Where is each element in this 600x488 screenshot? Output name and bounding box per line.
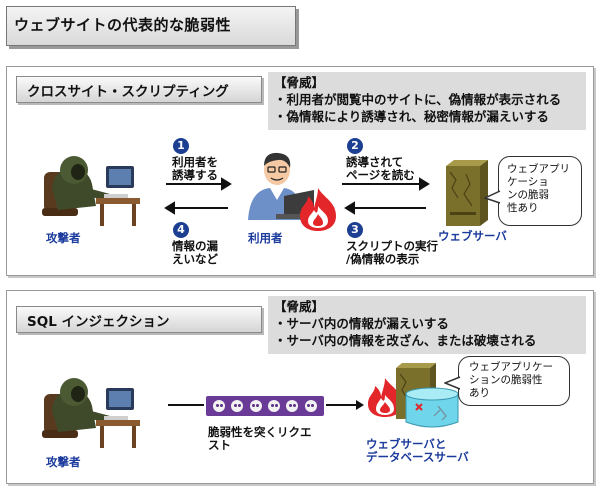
- bubble-tail: [444, 376, 461, 390]
- threat-item: ・偽情報により誘導され、秘密情報が漏えいする: [274, 109, 549, 124]
- xss-attacker-label: 攻撃者: [46, 231, 81, 245]
- step-3-label: スクリプトの実行/偽情報の表示: [346, 239, 438, 266]
- skull-icon: [286, 400, 299, 412]
- bubble-line: ションの脆弱性: [469, 374, 543, 386]
- arrow-head: [344, 201, 355, 215]
- malicious-request-bar: [206, 396, 324, 416]
- step-3-badge: 3: [347, 222, 363, 238]
- sql-server-label: ウェブサーバとデータベースサーバ: [366, 437, 469, 464]
- sql-vulnerability-bubble: ウェブアプリケー ションの脆弱性 あり: [458, 356, 570, 406]
- title-box: [6, 6, 296, 46]
- hacker-at-computer-icon: [42, 156, 140, 226]
- bubble-line: ウェブアプリ: [507, 163, 570, 175]
- xss-server-label: ウェブサーバ: [438, 229, 507, 243]
- database-icon: [405, 387, 459, 428]
- skull-icon: [304, 400, 317, 412]
- threat-heading: 【脅威】: [274, 299, 325, 314]
- arrow-head: [164, 201, 175, 215]
- hacker-at-computer-icon: [42, 378, 140, 448]
- bubble-line: ウェブアプリケー: [469, 361, 553, 373]
- step-2-badge: 2: [347, 138, 363, 154]
- xss-threat-box: 【脅威】 ・利用者が閲覧中のサイトに、偽情報が表示される ・偽情報により誘導され…: [268, 72, 586, 130]
- flame-icon: [368, 378, 402, 417]
- step-4-label: 情報の漏えいなど: [172, 239, 218, 266]
- bubble-line: ケーショ: [507, 176, 549, 188]
- arrow-head: [419, 177, 430, 191]
- page-title: ウェブサイトの代表的な脆弱性: [14, 16, 232, 34]
- xss-heading-label: クロスサイト・スクリプティング: [27, 83, 229, 100]
- xss-user-label: 利用者: [248, 231, 283, 245]
- xss-vulnerability-bubble: ウェブアプリ ケーショ ンの脆弱 性あり: [498, 156, 582, 226]
- threat-item: ・利用者が閲覧中のサイトに、偽情報が表示される: [274, 92, 562, 107]
- step-1-badge: 1: [173, 138, 189, 154]
- skull-icon: [249, 400, 262, 412]
- bubble-line: ンの脆弱: [507, 189, 549, 201]
- skull-icon: [231, 400, 244, 412]
- flame-icon: [300, 188, 336, 231]
- sql-heading-label: SQL インジェクション: [27, 313, 170, 330]
- request-label: 脆弱性を突くリクエスト: [208, 425, 312, 452]
- arrow-head: [221, 177, 232, 191]
- xss-heading: クロスサイト・スクリプティング: [16, 76, 262, 103]
- threat-item: ・サーバ内の情報を改ざん、または破壊される: [274, 333, 537, 348]
- sql-attacker-label: 攻撃者: [46, 455, 81, 469]
- bubble-tail: [484, 190, 501, 204]
- threat-item: ・サーバ内の情報が漏えいする: [274, 316, 449, 331]
- sql-threat-box: 【脅威】 ・サーバ内の情報が漏えいする ・サーバ内の情報を改ざん、または破壊され…: [268, 296, 586, 354]
- step-4-badge: 4: [173, 222, 189, 238]
- sql-heading: SQL インジェクション: [16, 306, 262, 333]
- threat-heading: 【脅威】: [274, 75, 325, 90]
- skull-icon: [268, 400, 281, 412]
- step-1-label: 利用者を誘導する: [172, 155, 218, 182]
- step-2-label: 誘導されてページを読む: [346, 155, 415, 182]
- web-server-icon: [446, 160, 488, 226]
- bubble-line: あり: [469, 387, 490, 399]
- skull-icon: [213, 400, 226, 412]
- bubble-line: 性あり: [507, 202, 539, 214]
